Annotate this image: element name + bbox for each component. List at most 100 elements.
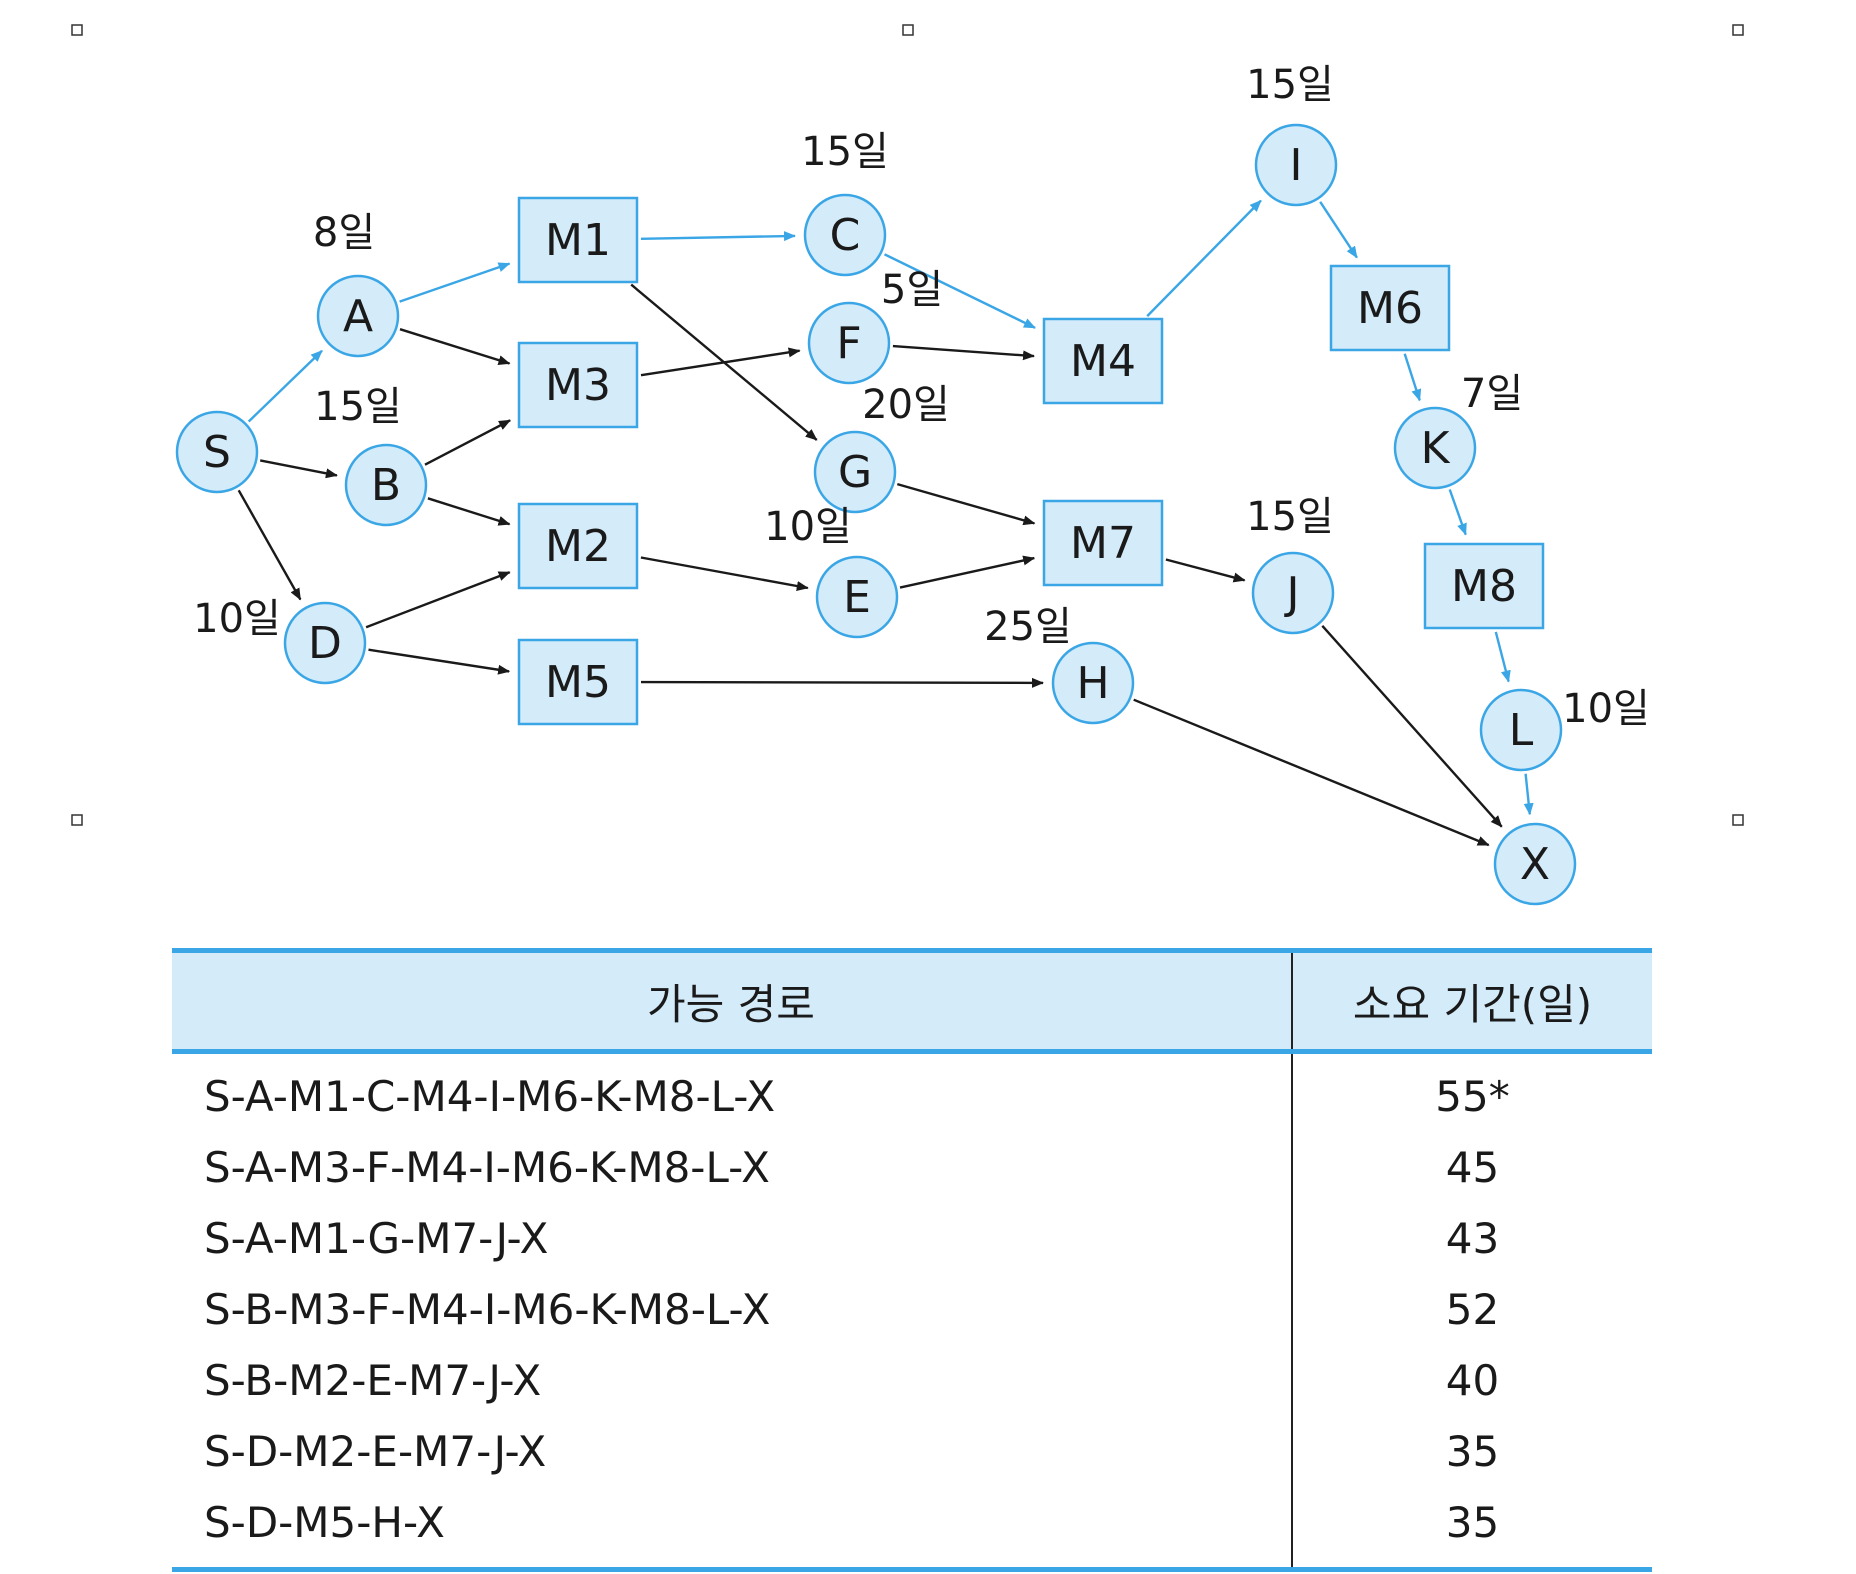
activity-box bbox=[1042, 499, 1164, 587]
node-d: D bbox=[283, 601, 367, 685]
node-label: G bbox=[838, 447, 872, 498]
table-header-row: 가능 경로 소요 기간(일) bbox=[172, 948, 1652, 1054]
edge-a-m3 bbox=[399, 328, 511, 365]
node-label: J bbox=[1284, 568, 1300, 619]
node-label: M7 bbox=[1070, 518, 1136, 569]
node-label: D bbox=[308, 618, 342, 669]
node-label: C bbox=[830, 210, 861, 261]
node-label: A bbox=[343, 291, 373, 342]
node-x: X bbox=[1493, 822, 1577, 906]
event-circle bbox=[807, 301, 891, 385]
node-a: A bbox=[316, 274, 400, 358]
node-label: E bbox=[843, 572, 871, 623]
node-label: M4 bbox=[1070, 336, 1136, 387]
edge-m2-e bbox=[640, 556, 809, 591]
edge-d-m5 bbox=[368, 648, 511, 675]
event-circle bbox=[1479, 688, 1563, 772]
edge-m7-j bbox=[1165, 558, 1246, 583]
node-e: E bbox=[815, 555, 899, 639]
event-circle bbox=[1254, 123, 1338, 207]
activity-box bbox=[517, 638, 639, 726]
path-cell: S-D-M2-E-M7-J-X bbox=[204, 1427, 547, 1476]
duration-label-k: 7일 bbox=[1461, 371, 1523, 417]
node-label: M6 bbox=[1357, 283, 1423, 334]
critical-edge-i-m6 bbox=[1319, 201, 1358, 259]
duration-label-l: 10일 bbox=[1562, 686, 1650, 732]
duration-label-a: 8일 bbox=[313, 210, 375, 256]
critical-edge-m8-l bbox=[1494, 631, 1511, 683]
critical-edge-a-m1 bbox=[399, 262, 511, 303]
critical-edge-s-a bbox=[247, 349, 323, 423]
selection-handle[interactable] bbox=[1732, 24, 1744, 36]
duration-cell: 43 bbox=[1291, 1203, 1652, 1274]
selection-handle[interactable] bbox=[71, 814, 83, 826]
header-path: 가능 경로 bbox=[172, 948, 1292, 1054]
node-label: M8 bbox=[1451, 561, 1517, 612]
edge-b-m3 bbox=[424, 419, 511, 466]
node-m1: M1 bbox=[517, 196, 639, 284]
duration-label-b: 15일 bbox=[314, 384, 402, 430]
event-circle bbox=[815, 555, 899, 639]
duration-label-d: 10일 bbox=[193, 596, 281, 642]
node-label: L bbox=[1509, 705, 1534, 756]
event-circle bbox=[1251, 551, 1335, 635]
activity-box bbox=[517, 341, 639, 429]
edge-e-m7 bbox=[899, 555, 1036, 589]
event-circle bbox=[1051, 641, 1135, 725]
node-i: I bbox=[1254, 123, 1338, 207]
node-m6: M6 bbox=[1329, 264, 1451, 352]
event-circle bbox=[1393, 406, 1477, 490]
duration-label-j: 15일 bbox=[1246, 494, 1334, 540]
event-circle bbox=[1493, 822, 1577, 906]
edge-s-b bbox=[259, 459, 338, 479]
node-label: S bbox=[203, 427, 231, 478]
activity-box bbox=[517, 196, 639, 284]
critical-edge-m4-i bbox=[1146, 199, 1262, 317]
node-label: M3 bbox=[545, 360, 611, 411]
table-row: S-B-M2-E-M7-J-X 40 bbox=[172, 1345, 1652, 1416]
activity-box bbox=[1423, 542, 1545, 630]
event-circle bbox=[316, 274, 400, 358]
duration-label-e: 10일 bbox=[764, 504, 852, 550]
duration-label-h: 25일 bbox=[984, 604, 1072, 650]
edge-s-d bbox=[237, 489, 302, 601]
activity-box bbox=[517, 502, 639, 590]
duration-cell: 45 bbox=[1291, 1132, 1652, 1203]
path-cell: S-A-M3-F-M4-I-M6-K-M8-L-X bbox=[204, 1143, 770, 1192]
path-cell: S-D-M5-H-X bbox=[172, 1487, 1292, 1572]
edge-g-m7 bbox=[896, 482, 1036, 526]
table-row: S-A-M1-G-M7-J-X 43 bbox=[172, 1203, 1652, 1274]
edge-m5-h bbox=[640, 677, 1044, 688]
event-circle bbox=[803, 193, 887, 277]
selection-handle[interactable] bbox=[1732, 814, 1744, 826]
node-label: M2 bbox=[545, 521, 611, 572]
critical-edge-l-x bbox=[1523, 773, 1534, 816]
edge-j-x bbox=[1321, 625, 1503, 828]
path-cell: S-A-M1-G-M7-J-X bbox=[204, 1214, 549, 1263]
node-label: H bbox=[1076, 658, 1109, 709]
activity-box bbox=[1042, 317, 1164, 405]
selection-handle[interactable] bbox=[902, 24, 914, 36]
duration-cell: 40 bbox=[1291, 1345, 1652, 1416]
table-row: S-A-M3-F-M4-I-M6-K-M8-L-X 45 bbox=[172, 1132, 1652, 1203]
node-g: G bbox=[813, 430, 897, 514]
path-duration-table: 가능 경로 소요 기간(일) S-A-M1-C-M4-I-M6-K-M8-L-X… bbox=[172, 948, 1652, 1572]
path-cell: S-A-M1-C-M4-I-M6-K-M8-L-X bbox=[204, 1072, 776, 1121]
selection-handle[interactable] bbox=[71, 24, 83, 36]
event-circle bbox=[175, 410, 259, 494]
node-m8: M8 bbox=[1423, 542, 1545, 630]
table-row: S-D-M5-H-X 35 bbox=[172, 1487, 1652, 1572]
node-f: F bbox=[807, 301, 891, 385]
duration-label-c: 15일 bbox=[801, 129, 889, 175]
selection-handles bbox=[71, 24, 1744, 826]
edge-h-x bbox=[1133, 698, 1490, 847]
node-s: S bbox=[175, 410, 259, 494]
node-j: J bbox=[1251, 551, 1335, 635]
activity-box bbox=[1329, 264, 1451, 352]
node-label: I bbox=[1290, 140, 1303, 191]
node-label: B bbox=[371, 460, 401, 511]
node-label: K bbox=[1421, 423, 1451, 474]
edge-f-m4 bbox=[892, 344, 1035, 361]
